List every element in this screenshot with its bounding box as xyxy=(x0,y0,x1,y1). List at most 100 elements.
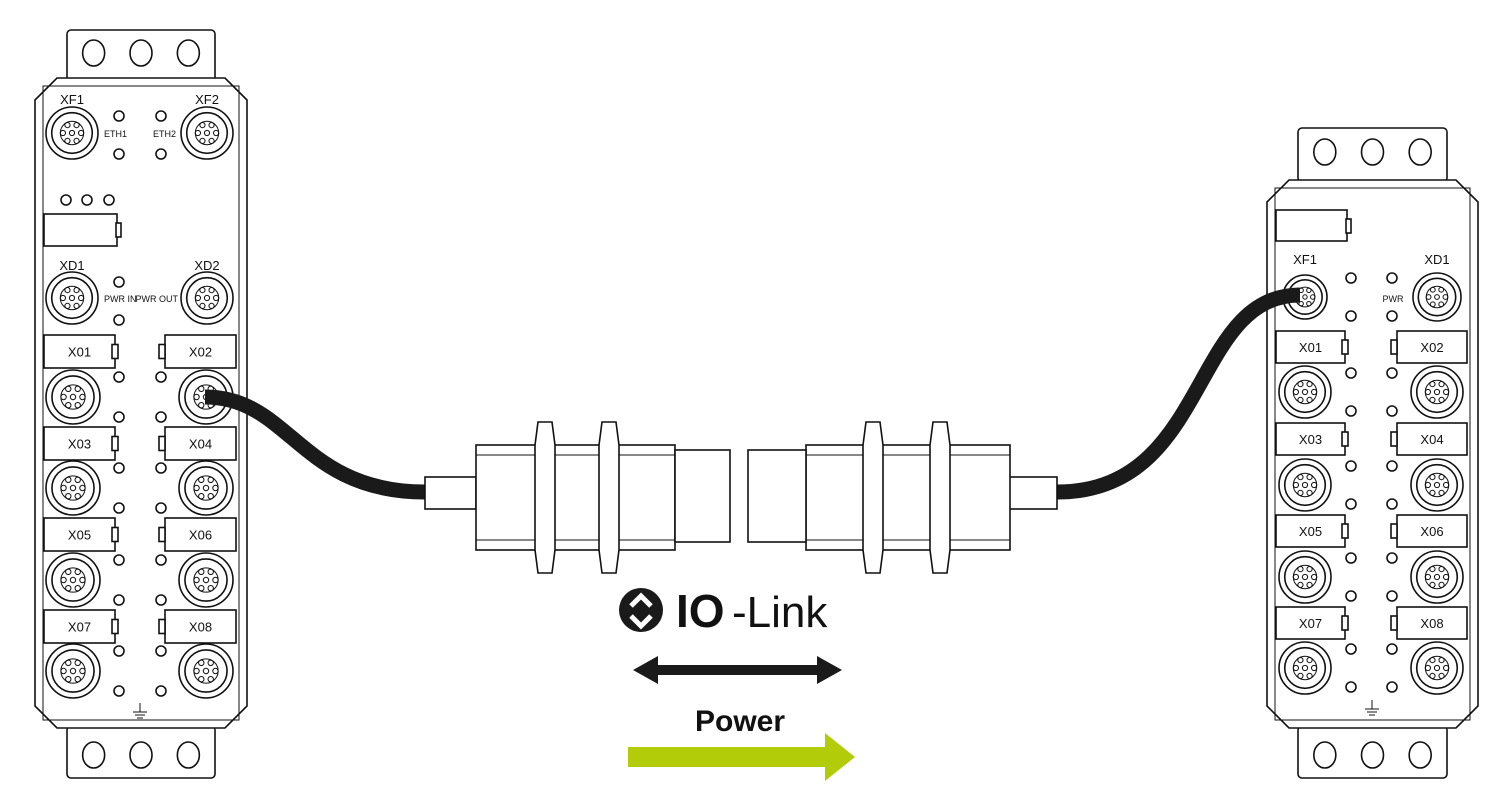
port-label-xd1: XD1 xyxy=(59,258,84,273)
status-led xyxy=(113,462,125,474)
port-pin xyxy=(1429,301,1436,308)
label-tab xyxy=(158,435,166,452)
port-label-box xyxy=(43,426,116,461)
sensor-lock-nut xyxy=(929,421,951,574)
port-inner-ring xyxy=(1283,646,1327,690)
status-led xyxy=(1386,590,1398,602)
port-pin xyxy=(1438,396,1445,403)
port-inner-ring xyxy=(51,558,95,602)
m12-connector-port xyxy=(1410,550,1464,604)
port-pin xyxy=(79,576,86,584)
port-pin xyxy=(1443,481,1450,489)
port-label-box xyxy=(43,609,116,644)
port-pin xyxy=(198,492,205,500)
port-label: X05 xyxy=(68,528,91,543)
port-pin xyxy=(1438,672,1445,679)
port-pin xyxy=(203,129,211,137)
port-pin xyxy=(1301,481,1309,489)
m12-connector-port xyxy=(45,106,99,160)
port-pin xyxy=(1433,481,1441,489)
status-led xyxy=(113,411,125,423)
port-label-xf2: XF2 xyxy=(195,92,219,107)
port-label-box xyxy=(1275,606,1346,640)
mounting-hole xyxy=(81,39,106,67)
housing-face xyxy=(1274,187,1471,721)
port-label: X07 xyxy=(1299,616,1322,631)
port-pin xyxy=(1306,381,1313,388)
port-inner-ring xyxy=(51,375,95,419)
iolink-bidirectional-arrow xyxy=(633,656,842,684)
port-pin xyxy=(208,302,215,309)
port-pin xyxy=(198,385,205,393)
port-pin xyxy=(1443,573,1450,581)
port-label: X02 xyxy=(1420,340,1443,355)
port-pin xyxy=(1438,489,1445,496)
port-pin xyxy=(1429,474,1436,481)
port-pin xyxy=(198,659,205,667)
port-pin xyxy=(193,667,200,675)
status-led xyxy=(1386,643,1398,655)
status-led xyxy=(113,371,125,383)
sensor-lock-nut xyxy=(598,421,620,574)
port-pin xyxy=(208,122,215,129)
m12-connector-port xyxy=(45,460,101,516)
port-label: X01 xyxy=(68,345,91,360)
port-inner-ring xyxy=(184,558,228,602)
status-led xyxy=(1386,367,1398,379)
mounting-hole xyxy=(1313,138,1337,166)
port-pin xyxy=(1424,573,1432,581)
port-label-box xyxy=(1275,514,1346,548)
port-label: X06 xyxy=(189,528,212,543)
port-pin xyxy=(60,667,67,675)
port-pin xyxy=(1442,294,1449,300)
port-pin xyxy=(1306,300,1312,307)
port-label: X05 xyxy=(1299,524,1322,539)
status-led xyxy=(155,554,167,566)
status-led xyxy=(155,371,167,383)
port-pin xyxy=(60,393,67,401)
sensor-lock-nut xyxy=(862,421,884,574)
port-pin xyxy=(74,476,81,484)
port-pin xyxy=(78,294,85,302)
port-pin xyxy=(1306,474,1313,481)
port-pin xyxy=(1429,581,1436,588)
mounting-hole xyxy=(1360,741,1385,769)
port-pin xyxy=(65,492,72,500)
sensor-lock-nut xyxy=(534,421,556,574)
port-pin xyxy=(1433,664,1441,672)
status-led xyxy=(155,645,167,657)
port-inner-ring xyxy=(185,111,229,155)
sd-card-slot xyxy=(43,213,118,247)
status-led xyxy=(1386,460,1398,472)
label-tab xyxy=(1341,615,1349,631)
label-tab xyxy=(111,343,119,360)
port-pin xyxy=(198,476,205,484)
status-led xyxy=(1386,405,1398,417)
port-pin xyxy=(207,584,214,592)
port-pin xyxy=(64,137,71,144)
port-pin xyxy=(64,302,71,309)
port-pin xyxy=(212,667,219,675)
port-pin xyxy=(65,584,72,592)
port-label-box xyxy=(164,426,237,461)
port-pin xyxy=(1292,481,1300,489)
port-pin xyxy=(65,385,72,393)
port-pin xyxy=(69,393,77,401)
status-led xyxy=(81,194,93,206)
port-pin xyxy=(1310,294,1316,300)
port-pin xyxy=(69,484,77,492)
port-inner-ring xyxy=(185,276,229,320)
port-pin xyxy=(1306,489,1313,496)
port-pin xyxy=(65,568,72,576)
status-led xyxy=(1345,590,1357,602)
port-pin xyxy=(1301,573,1309,581)
port-pin xyxy=(74,385,81,393)
port-label: X06 xyxy=(1420,524,1443,539)
label-tab xyxy=(1341,523,1349,539)
port-pin xyxy=(1438,286,1445,293)
left-sensor xyxy=(424,421,731,574)
port-inner-ring xyxy=(184,649,228,693)
port-inner-ring xyxy=(50,111,94,155)
status-led xyxy=(155,502,167,514)
